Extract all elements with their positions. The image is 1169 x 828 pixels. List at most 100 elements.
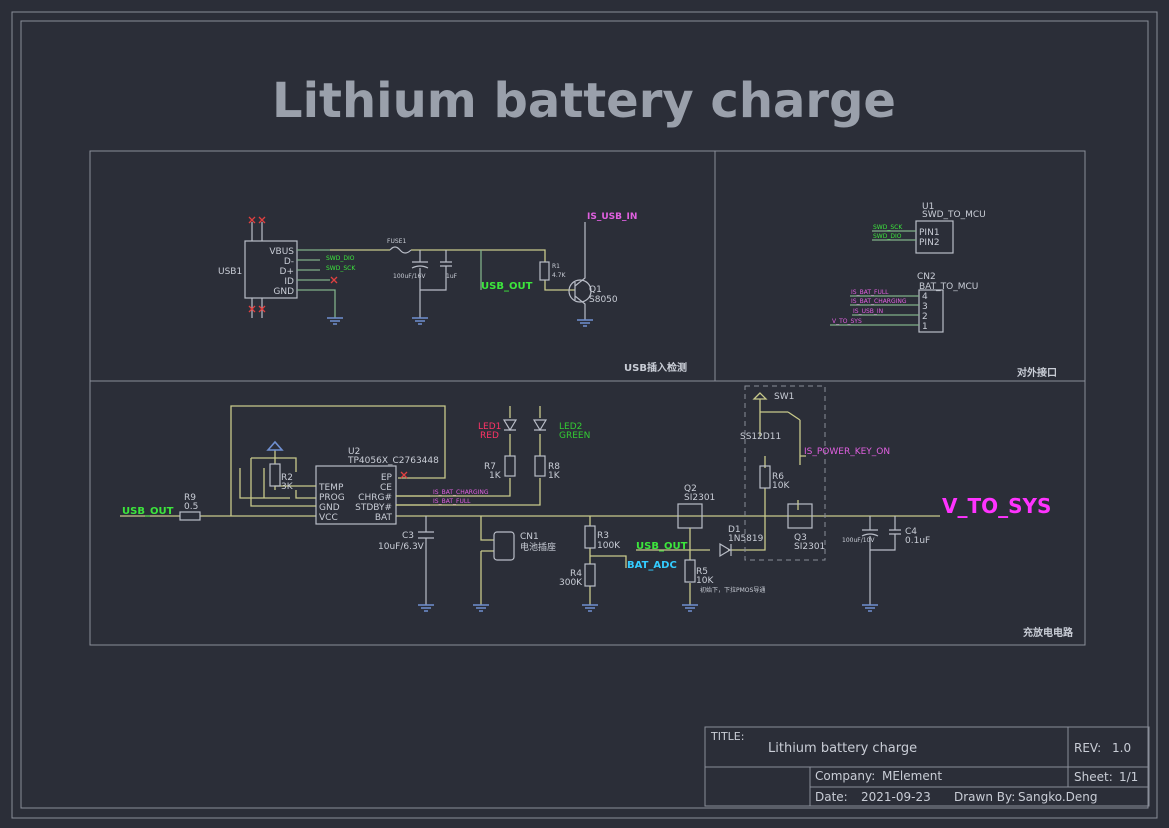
q1-value: S8050 — [589, 295, 618, 305]
net-usb-out-left: USB_OUT — [122, 506, 174, 517]
r1-ref: R1 — [552, 263, 560, 270]
u2-pin-temp: TEMP — [318, 483, 344, 493]
c2-value: 1uF — [446, 273, 458, 280]
r7-value: 1K — [489, 471, 502, 481]
q2-value: SI2301 — [684, 493, 715, 503]
cn1-ref: CN1 — [520, 532, 539, 542]
d1-value: 1N5819 — [728, 534, 764, 544]
u1-ref: U1 — [922, 202, 934, 212]
cn1-name: 电池插座 — [520, 541, 556, 553]
usb1-pin-id: ID — [284, 277, 294, 287]
r6-body — [759, 465, 771, 489]
led1-color: RED — [480, 431, 499, 441]
led-indicators — [396, 406, 548, 506]
u1-connector — [872, 220, 954, 254]
tb-date-value: 2021-09-23 — [861, 790, 931, 804]
q3-ref: Q3 — [794, 533, 807, 543]
u2-pin-prog: PROG — [319, 493, 345, 503]
usb1-ref: USB1 — [218, 267, 242, 277]
net-swd-sck-u1: SWD_SCK — [873, 224, 903, 231]
fuse1-symbol — [389, 246, 412, 254]
led2-ref: LED2 — [559, 422, 582, 432]
r5-note: 初始下，下拉PMOS导通 — [700, 586, 765, 594]
net-is-bat-charging-cn2: IS_BAT_CHARGING — [851, 298, 907, 305]
r1-body — [539, 261, 550, 281]
usb1-pin-dminus: D- — [284, 257, 294, 267]
sw1-ref: SW1 — [774, 392, 794, 402]
u1-pin1: PIN1 — [919, 228, 940, 238]
u2-pin-chrg: CHRG# — [358, 493, 392, 503]
cn2-pin3: 3 — [922, 302, 928, 312]
q1-ref: Q1 — [589, 285, 602, 295]
r9-body — [179, 511, 201, 521]
r6-ref: R6 — [772, 472, 784, 482]
cn2-pin4: 4 — [922, 292, 928, 302]
tb-company-value: MElement — [882, 769, 942, 783]
u2-pin-vcc: VCC — [319, 513, 338, 523]
net-v-to-sys-cn2: V_TO_SYS — [832, 318, 862, 325]
q2-pmos — [636, 503, 766, 605]
r9-ref: R9 — [184, 493, 196, 503]
usb1-connector: USB1 VBUS D- D+ ID GND — [218, 216, 338, 318]
no-connect-marks — [248, 216, 338, 313]
page-title: Lithium battery charge — [272, 73, 896, 129]
c3-ref: C3 — [402, 531, 414, 541]
section-label-charge-circuit: 充放电电路 — [1023, 626, 1074, 639]
c5-value: 100uF/10V — [842, 537, 875, 544]
u2-pin-gnd: GND — [319, 503, 340, 513]
u2-status-wires — [396, 495, 430, 506]
r1-value: 4.7K — [552, 272, 567, 279]
c4-ref: C4 — [905, 527, 917, 537]
net-swd-dio-usb: SWD_DIO — [326, 255, 355, 262]
r2-vcc-arrow — [266, 440, 284, 451]
u2-pin-stdby: STDBY# — [355, 503, 392, 513]
inner-frame — [20, 20, 1149, 809]
r5-value: 10K — [696, 576, 714, 586]
q3-body — [787, 503, 813, 529]
r5-ref: R5 — [696, 567, 708, 577]
led2-color: GREEN — [559, 431, 590, 441]
u1-name: SWD_TO_MCU — [922, 210, 986, 220]
u1-pin2: PIN2 — [919, 238, 940, 248]
u2-ep-no-connect — [400, 471, 408, 479]
r3-body — [584, 525, 596, 549]
u2-ref: U2 — [348, 447, 360, 457]
output-caps — [861, 516, 901, 605]
net-swd-sck-usb: SWD_SCK — [326, 265, 356, 272]
tb-rev-value: 1.0 — [1112, 741, 1131, 755]
outer-frame — [11, 11, 1158, 819]
usb1-pin-dplus: D+ — [280, 267, 294, 277]
divider-wires — [589, 516, 627, 605]
c4-value: 0.1uF — [905, 536, 930, 546]
tb-rev-label: REV: — [1074, 741, 1101, 755]
input-caps — [411, 250, 452, 318]
u2-pin-bat: BAT — [375, 513, 393, 523]
sw1-wires — [752, 392, 806, 516]
u2-name: TP4056X_C2763448 — [347, 456, 439, 466]
cn1-wires — [480, 516, 494, 605]
tb-title-value: Lithium battery charge — [768, 741, 917, 756]
r2-ref: R2 — [281, 473, 293, 483]
r6-value: 10K — [772, 481, 790, 491]
net-is-usb-in-cn2: IS_USB_IN — [853, 308, 883, 315]
r4-value: 300K — [559, 578, 583, 588]
tb-drawn-value: Sangko.Deng — [1018, 790, 1098, 804]
section-label-ext-interface: 对外接口 — [1017, 366, 1057, 379]
led1-ref: LED1 — [478, 422, 501, 432]
section-frame — [89, 150, 1086, 646]
r3-value: 100K — [597, 541, 621, 551]
net-is-bat-full-cn2: IS_BAT_FULL — [851, 289, 889, 296]
usb1-shield-wires — [251, 222, 263, 318]
net-is-usb-in: IS_USB_IN — [587, 212, 637, 222]
r9-value: 0.5 — [184, 502, 198, 512]
u2-charger-ic — [239, 450, 397, 525]
section-label-usb-detect: USB插入检测 — [624, 361, 687, 374]
tb-sheet-label: Sheet: — [1074, 770, 1113, 784]
cn2-pin1: 1 — [922, 322, 928, 332]
usb1-pin-gnd: GND — [273, 287, 294, 297]
cn2-connector — [830, 289, 944, 333]
tb-title-label: TITLE: — [710, 730, 744, 743]
gnd-symbols-bottom — [418, 604, 878, 612]
sw1-value: SS12D11 — [740, 432, 781, 442]
